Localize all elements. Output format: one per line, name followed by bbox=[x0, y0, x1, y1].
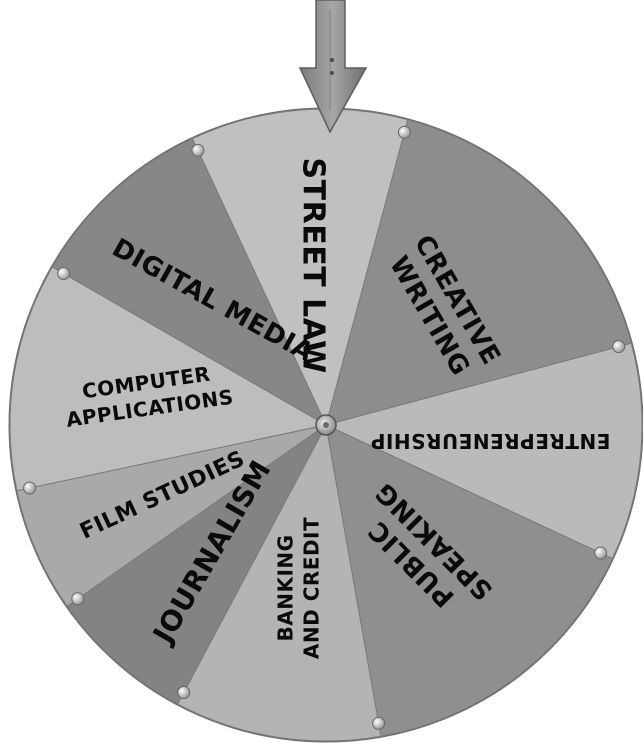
wheel-slice bbox=[325, 119, 632, 426]
wheel-slice bbox=[191, 108, 409, 427]
peg-icon bbox=[594, 546, 608, 560]
peg-icon bbox=[372, 716, 386, 730]
hub-screw bbox=[323, 422, 329, 428]
pointer-arrow-icon bbox=[298, 0, 368, 134]
slice-label-group: ENTREPRENEURSHIP bbox=[370, 429, 610, 453]
wheel-slice bbox=[176, 423, 382, 742]
slice-label: AND CREDIT bbox=[300, 517, 324, 659]
wheel-pegs bbox=[23, 125, 626, 730]
slice-label: ENTREPRENEURSHIP bbox=[370, 429, 610, 453]
slice-label-group: STREET LAW bbox=[296, 158, 331, 374]
peg-icon bbox=[191, 143, 205, 157]
slice-label: BANKING bbox=[274, 534, 298, 641]
slice-label: STREET LAW bbox=[296, 158, 331, 374]
peg-icon bbox=[23, 481, 37, 495]
peg-icon bbox=[397, 125, 411, 139]
peg-icon bbox=[612, 340, 626, 354]
wheel-slice bbox=[9, 266, 328, 492]
wheel-slices bbox=[9, 108, 643, 742]
wheel-slice bbox=[51, 137, 328, 427]
peg-icon bbox=[57, 267, 71, 280]
wheel-slice bbox=[66, 424, 327, 705]
peg-icon bbox=[177, 686, 191, 700]
wheel-slice bbox=[324, 342, 643, 560]
wheel-slice bbox=[325, 424, 614, 737]
peg-icon bbox=[71, 592, 85, 606]
wheel-slice bbox=[16, 424, 327, 607]
